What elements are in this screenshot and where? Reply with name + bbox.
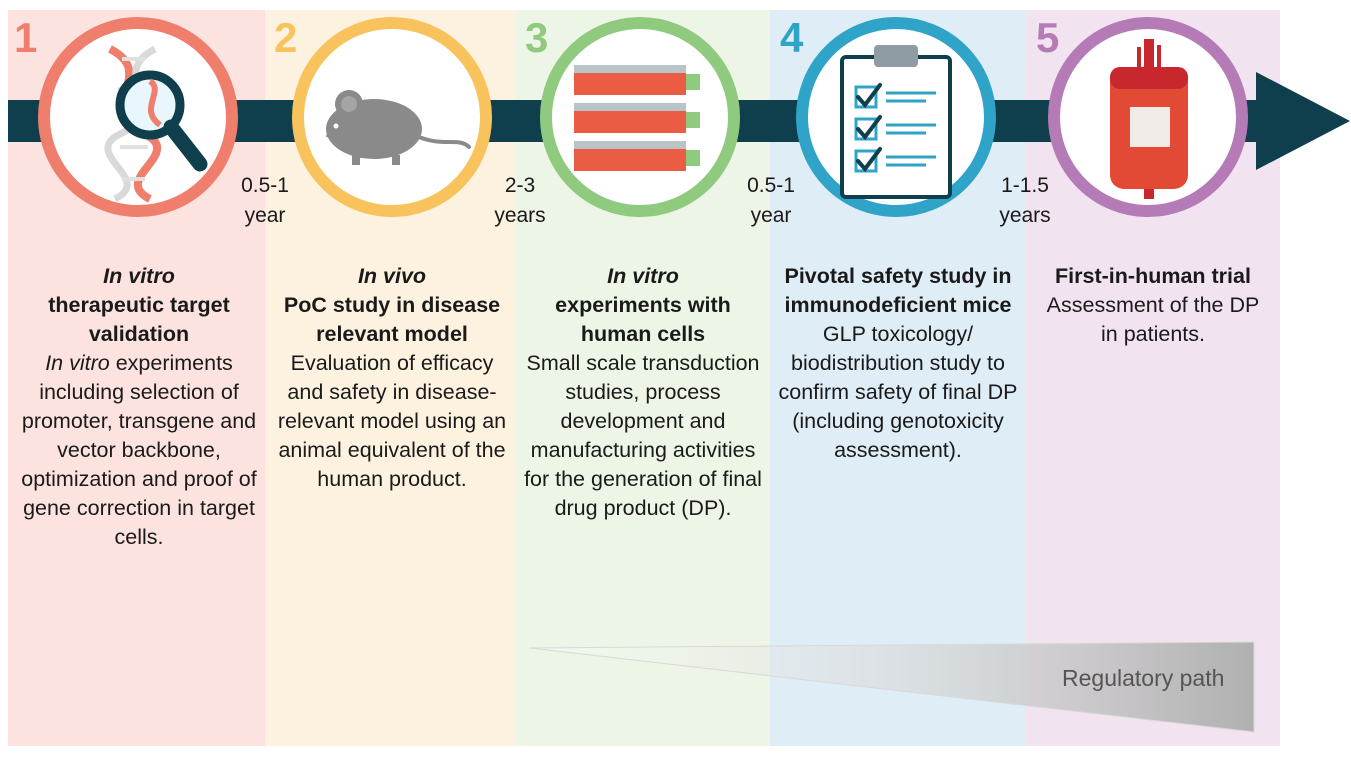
stage-desc: GLP toxicology/ biodistribution study to… (778, 322, 1018, 462)
regulatory-path-wedge (529, 641, 1255, 733)
stage-4-circle (796, 17, 996, 217)
stage-title-italic: In vitro (103, 264, 175, 288)
blood-bag-icon (1110, 39, 1188, 199)
stage-2-circle (292, 17, 492, 217)
duration-1-2: 0.5-1 year (230, 171, 300, 231)
duration-value: 0.5-1 (241, 174, 289, 197)
stage-1-circle (38, 17, 238, 217)
stage-title: Pivotal safety study in immunodeficient … (784, 264, 1012, 317)
stage-desc: experiments including selection of promo… (21, 351, 257, 549)
duration-unit: years (494, 204, 546, 227)
step-number-2: 2 (274, 14, 298, 61)
stage-desc: Small scale transduction studies, proces… (524, 351, 762, 520)
duration-unit: year (750, 204, 792, 227)
cell-culture-flasks-icon (574, 65, 700, 171)
stage-title-italic: In vitro (607, 264, 679, 288)
duration-3-4: 0.5-1 year (736, 171, 806, 231)
stage-1-description: In vitro therapeutic target validation I… (18, 262, 260, 552)
step-number-4: 4 (780, 14, 804, 61)
stage-4-description: Pivotal safety study in immunodeficient … (773, 262, 1023, 465)
mouse-icon (326, 90, 471, 165)
stage-5-circle (1048, 17, 1248, 217)
duration-value: 0.5-1 (747, 174, 795, 197)
regulatory-path-label: Regulatory path (1062, 665, 1225, 691)
duration-unit: years (999, 204, 1051, 227)
step-number-1: 1 (14, 14, 38, 61)
stage-3-description: In vitro experiments with human cells Sm… (521, 262, 765, 523)
dna-magnifier-icon (104, 45, 208, 203)
timeline-arrow-head (1256, 72, 1350, 170)
stage-desc: Assessment of the DP in patients. (1046, 293, 1260, 346)
stage-title: experiments with human cells (555, 293, 731, 346)
stage-2-description: In vivo PoC study in disease relevant mo… (272, 262, 512, 494)
step-number-5: 5 (1036, 14, 1060, 61)
clipboard-checklist-icon (840, 45, 952, 199)
duration-4-5: 1-1.5 years (990, 171, 1060, 231)
stage-title: First-in-human trial (1055, 264, 1251, 288)
stage-3-circle (540, 17, 740, 217)
stage-desc-italic: In vitro (45, 351, 110, 375)
step-number-3: 3 (525, 14, 549, 61)
stage-5-description: First-in-human trial Assessment of the D… (1036, 262, 1270, 349)
stage-title-italic: In vivo (357, 264, 427, 288)
duration-unit: year (244, 204, 286, 227)
stage-title: therapeutic target validation (48, 293, 230, 346)
duration-value: 1-1.5 (1001, 174, 1049, 197)
duration-2-3: 2-3 years (485, 171, 555, 231)
duration-value: 2-3 (504, 174, 536, 197)
stage-title: PoC study in disease relevant model (283, 293, 501, 346)
stage-desc: Evaluation of efficacy and safety in dis… (277, 351, 507, 491)
